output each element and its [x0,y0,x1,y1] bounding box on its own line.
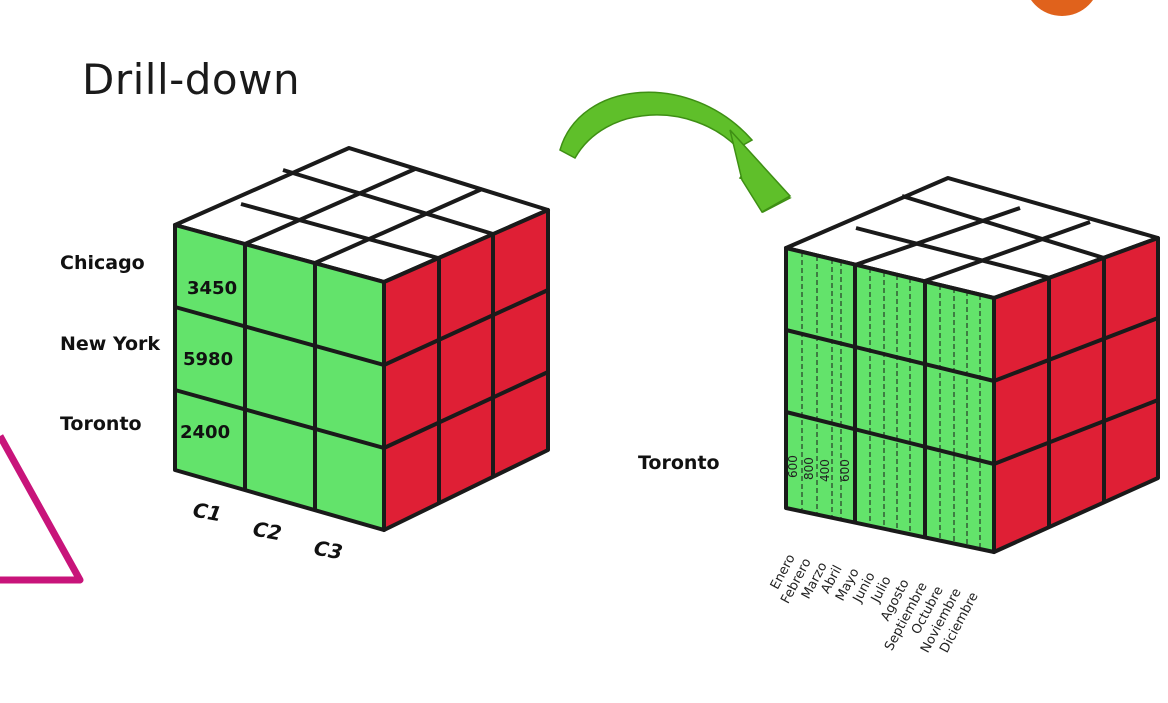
month-value-enero: 600 [786,455,800,478]
column-label-c1: C1 [191,497,224,527]
right-cube [784,176,1160,554]
cell-value-chicago: 3450 [187,278,238,299]
diagram-canvas [0,0,1160,584]
slide-title: Drill-down [82,55,301,104]
right-row-label-toronto: Toronto [638,452,720,474]
drill-down-arrow-icon [559,91,792,214]
row-label-chicago: Chicago [60,252,145,274]
cell-value-toronto: 2400 [180,422,231,443]
triangle-shape [0,434,84,584]
month-value-marzo: 400 [818,459,832,482]
column-label-c2: C2 [251,516,284,546]
month-value-febrero: 800 [802,457,816,480]
cell-value-new-york: 5980 [183,349,234,370]
row-label-new-york: New York [60,333,161,355]
slide: Drill-down Chicago New York Toronto 3450… [0,0,1160,656]
right-cube-grid [785,194,1159,538]
corner-circle-icon [1031,0,1093,16]
left-cube-grid [174,167,549,510]
row-label-toronto: Toronto [60,413,142,435]
month-value-abril: 600 [838,459,852,482]
column-label-c3: C3 [312,535,345,565]
left-cube [173,146,550,532]
right-cube-dashed-lines [801,252,981,549]
